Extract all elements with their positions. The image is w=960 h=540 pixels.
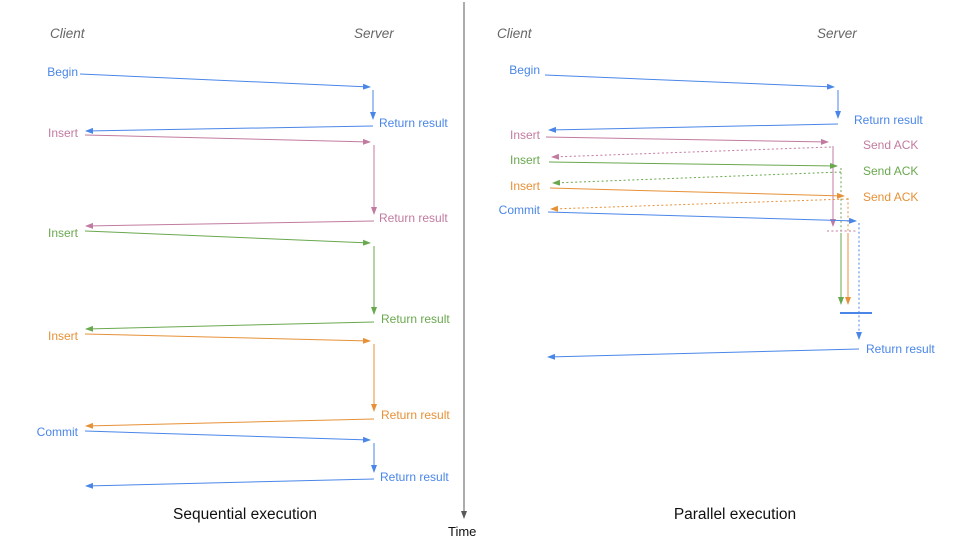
par-commit-response-label: Return result xyxy=(866,342,935,356)
par-insert2-ack-line xyxy=(552,171,842,186)
par-commit-request-line xyxy=(547,211,857,224)
par-commit-response-line xyxy=(547,348,860,360)
seq-title: Sequential execution xyxy=(173,506,317,523)
seq-insert3-request-line xyxy=(84,333,371,344)
par-insert2-request-line xyxy=(548,161,838,169)
seq-insert1-response-line xyxy=(85,220,375,229)
par-insert2-ack-label: Send ACK xyxy=(863,164,919,178)
seq-insert2-label: Insert xyxy=(47,226,78,240)
seq-begin-response-line xyxy=(85,125,374,134)
par-title: Parallel execution xyxy=(673,506,797,523)
par-insert2-label: Insert xyxy=(509,153,540,167)
par-begin-request-line xyxy=(544,74,835,90)
seq-insert3-response-label: Return result xyxy=(381,408,450,422)
par-server-header: Server xyxy=(817,26,857,41)
seq-insert2-request-line xyxy=(84,230,371,246)
par-insert1-label: Insert xyxy=(509,128,540,142)
seq-insert3-label: Insert xyxy=(47,329,78,343)
par-commit-label: Commit xyxy=(498,203,540,217)
par-client-header: Client xyxy=(497,26,532,41)
seq-client-header: Client xyxy=(50,26,85,41)
par-insert1-ack-label: Send ACK xyxy=(863,138,919,152)
seq-insert1-label: Insert xyxy=(47,126,78,140)
par-insert1-ack-line xyxy=(551,146,832,160)
seq-commit-request-line xyxy=(84,430,371,443)
seq-commit-label: Commit xyxy=(36,425,78,439)
seq-insert3-response-line xyxy=(85,418,375,429)
par-begin-label: Begin xyxy=(509,63,540,77)
seq-insert1-response-label: Return result xyxy=(379,211,448,225)
seq-insert2-response-line xyxy=(85,321,375,332)
seq-commit-response-line xyxy=(85,478,375,489)
par-insert3-label: Insert xyxy=(509,179,540,193)
seq-insert2-response-label: Return result xyxy=(381,312,450,326)
seq-begin-request-line xyxy=(79,73,371,90)
seq-begin-label: Begin xyxy=(47,65,78,79)
seq-commit-response-label: Return result xyxy=(380,470,449,484)
par-insert3-ack-label: Send ACK xyxy=(863,190,919,204)
par-begin-response-line xyxy=(548,123,839,133)
par-insert3-ack-line xyxy=(550,198,849,212)
par-insert3-request-line xyxy=(549,187,845,199)
seq-begin-response-label: Return result xyxy=(379,116,448,130)
seq-server-header: Server xyxy=(354,26,394,41)
par-insert1-request-line xyxy=(545,136,829,145)
par-begin-response-label: Return result xyxy=(854,113,923,127)
seq-insert1-request-line xyxy=(84,134,371,145)
time-axis-label: Time xyxy=(448,524,477,539)
